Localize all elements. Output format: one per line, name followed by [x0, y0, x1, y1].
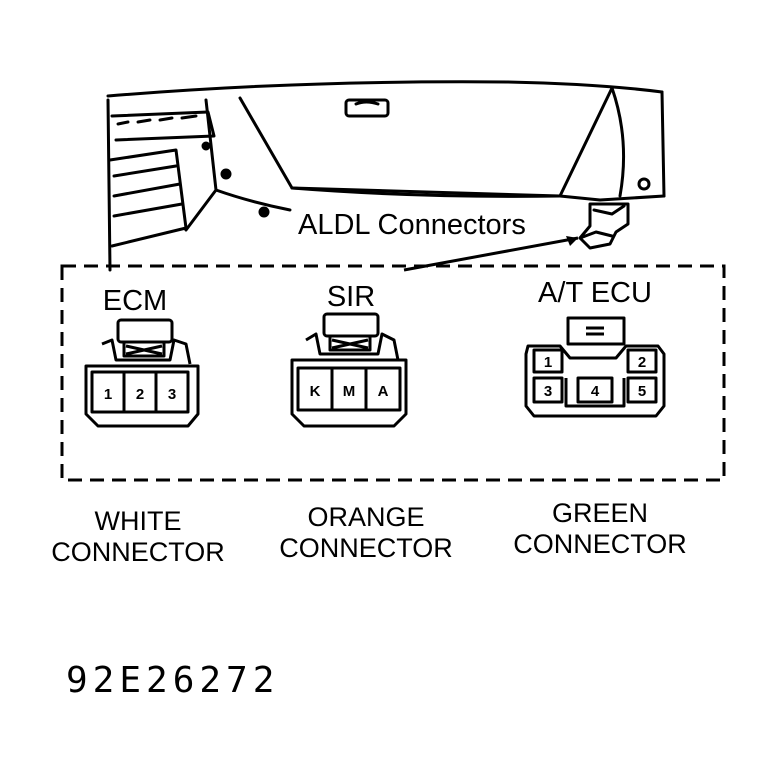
- orange-connector-label: ORANGE CONNECTOR: [256, 502, 476, 564]
- ecm-pin-2: 2: [136, 386, 144, 403]
- at-ecu-pin-3: 3: [544, 383, 552, 400]
- at-ecu-pin-5: 5: [638, 383, 646, 400]
- white-connector-color: WHITE: [94, 506, 182, 536]
- ecm-label: ECM: [102, 285, 168, 317]
- ecm-pin-3: 3: [168, 386, 176, 403]
- white-connector-word: CONNECTOR: [51, 537, 225, 567]
- at-ecu-label: A/T ECU: [538, 277, 652, 309]
- connectors-dashed-box: [60, 264, 726, 482]
- aldl-connectors-callout: ALDL Connectors: [298, 209, 526, 241]
- green-connector-label: GREEN CONNECTOR: [490, 498, 710, 560]
- sir-label: SIR: [326, 281, 376, 313]
- callout-leader-line: [403, 236, 579, 272]
- ecm-connector-drawing: [84, 318, 200, 428]
- sir-connector-drawing: [290, 312, 408, 428]
- sir-pin-k: K: [310, 383, 321, 400]
- at-ecu-pin-4: 4: [591, 383, 600, 400]
- figure-code: 92E26272: [66, 660, 280, 701]
- ecm-pin-1: 1: [104, 386, 112, 403]
- at-ecu-connector-drawing: [524, 316, 666, 418]
- green-connector-word: CONNECTOR: [513, 529, 687, 559]
- sir-pin-a: A: [378, 383, 389, 400]
- white-connector-label: WHITE CONNECTOR: [28, 506, 248, 568]
- orange-connector-word: CONNECTOR: [279, 533, 453, 563]
- dashboard-illustration: [106, 80, 666, 272]
- at-ecu-pin-1: 1: [544, 354, 552, 371]
- green-connector-color: GREEN: [551, 498, 649, 528]
- sir-pin-m: M: [343, 383, 356, 400]
- at-ecu-pin-2: 2: [638, 354, 646, 371]
- orange-connector-color: ORANGE: [307, 502, 425, 532]
